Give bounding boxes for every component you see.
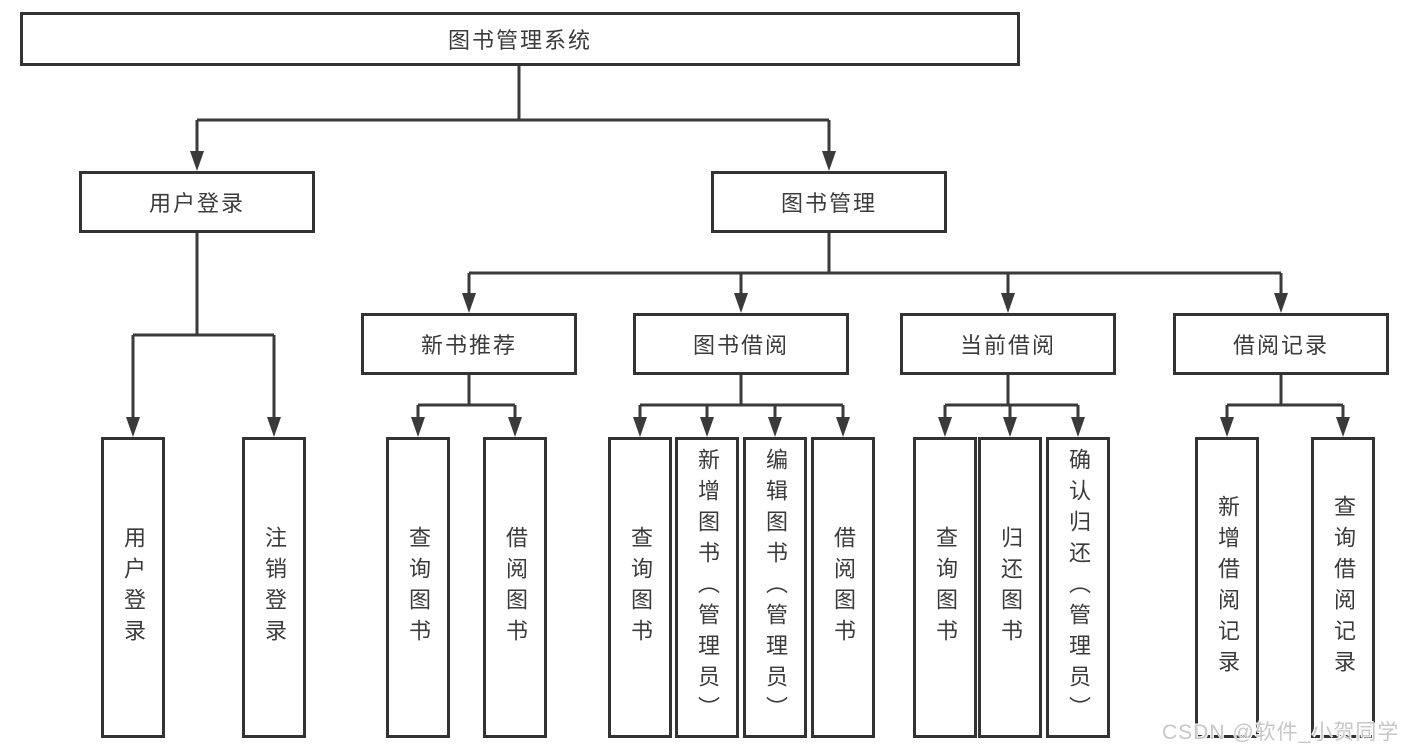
node-label: 查询借阅记录 — [1331, 494, 1356, 681]
leaf-query-borrow-record: 查询借阅记录 — [1311, 437, 1375, 738]
leaf-query-books-recommend: 查询图书 — [386, 437, 450, 738]
node-label: 编辑图书（管理员） — [763, 448, 788, 727]
node-label: 新书推荐 — [420, 333, 517, 358]
node-user-login: 用户登录 — [79, 171, 315, 233]
leaf-add-borrow-record: 新增借阅记录 — [1195, 437, 1259, 738]
node-root: 图书管理系统 — [20, 12, 1020, 66]
node-book-management: 图书管理 — [711, 171, 947, 233]
node-current-borrowing: 当前借阅 — [900, 313, 1116, 375]
leaf-edit-book-admin: 编辑图书（管理员） — [743, 437, 807, 738]
leaf-user-login: 用户登录 — [101, 437, 165, 738]
node-label: 确认归还（管理员） — [1066, 448, 1091, 727]
node-label: 新增借阅记录 — [1215, 494, 1240, 681]
leaf-return-books: 归还图书 — [978, 437, 1042, 738]
node-label: 图书借阅 — [692, 333, 789, 358]
node-new-book-recommendation: 新书推荐 — [361, 313, 577, 375]
leaf-query-books-borrowing: 查询图书 — [608, 437, 672, 738]
node-label: 当前借阅 — [959, 333, 1056, 358]
leaf-borrow-books-borrowing: 借阅图书 — [811, 437, 875, 738]
node-label: 用户登录 — [121, 525, 146, 650]
node-label: 借阅记录 — [1232, 333, 1329, 358]
node-label: 归还图书 — [998, 525, 1023, 650]
leaf-borrow-books-recommend: 借阅图书 — [483, 437, 547, 738]
node-label: 图书管理 — [780, 191, 877, 216]
leaf-logout: 注销登录 — [242, 437, 306, 738]
node-label: 借阅图书 — [503, 525, 528, 650]
node-book-borrowing: 图书借阅 — [633, 313, 849, 375]
leaf-add-book-admin: 新增图书（管理员） — [675, 437, 739, 738]
node-borrowing-records: 借阅记录 — [1173, 313, 1389, 375]
node-label: 图书管理系统 — [447, 28, 592, 53]
watermark: CSDN @软件_小贺同学 — [1162, 721, 1400, 744]
node-label: 借阅图书 — [831, 525, 856, 650]
leaf-query-books-current: 查询图书 — [913, 437, 977, 738]
leaf-confirm-return-admin: 确认归还（管理员） — [1046, 437, 1110, 738]
node-label: 查询图书 — [406, 525, 431, 650]
node-label: 注销登录 — [262, 525, 287, 650]
node-label: 新增图书（管理员） — [695, 448, 720, 727]
node-label: 用户登录 — [148, 191, 245, 216]
node-label: 查询图书 — [933, 525, 958, 650]
node-label: 查询图书 — [628, 525, 653, 650]
